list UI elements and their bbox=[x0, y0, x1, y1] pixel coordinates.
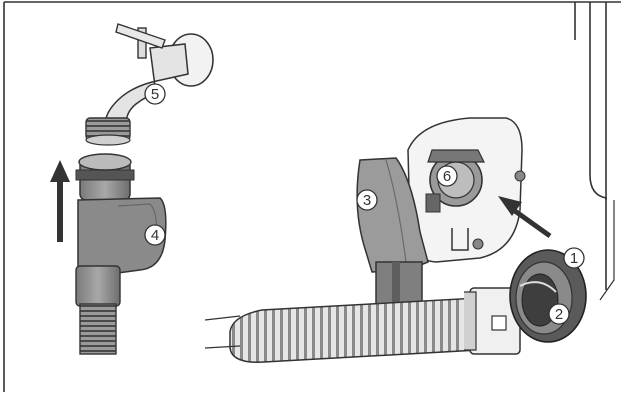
svg-text:3: 3 bbox=[363, 192, 371, 209]
svg-text:1: 1 bbox=[570, 250, 578, 267]
svg-text:5: 5 bbox=[151, 86, 159, 103]
svg-text:6: 6 bbox=[443, 168, 451, 185]
svg-text:2: 2 bbox=[555, 306, 563, 323]
appliance-frame bbox=[3, 1, 621, 392]
svg-text:4: 4 bbox=[151, 227, 159, 244]
valve-housing bbox=[75, 153, 167, 355]
callout-5: 5 bbox=[144, 83, 166, 105]
hose-bracket bbox=[356, 157, 429, 305]
callout-3: 3 bbox=[356, 189, 378, 211]
arrow-diagonal-icon bbox=[498, 196, 552, 239]
callout-4: 4 bbox=[144, 224, 166, 246]
arrow-up-icon bbox=[50, 160, 70, 242]
mount-plate bbox=[407, 117, 526, 263]
callout-1: 1 bbox=[563, 247, 585, 269]
callout-6: 6 bbox=[436, 165, 458, 187]
tap-icon bbox=[85, 23, 214, 146]
callout-2: 2 bbox=[548, 303, 570, 325]
corrugated-hose bbox=[204, 287, 521, 363]
